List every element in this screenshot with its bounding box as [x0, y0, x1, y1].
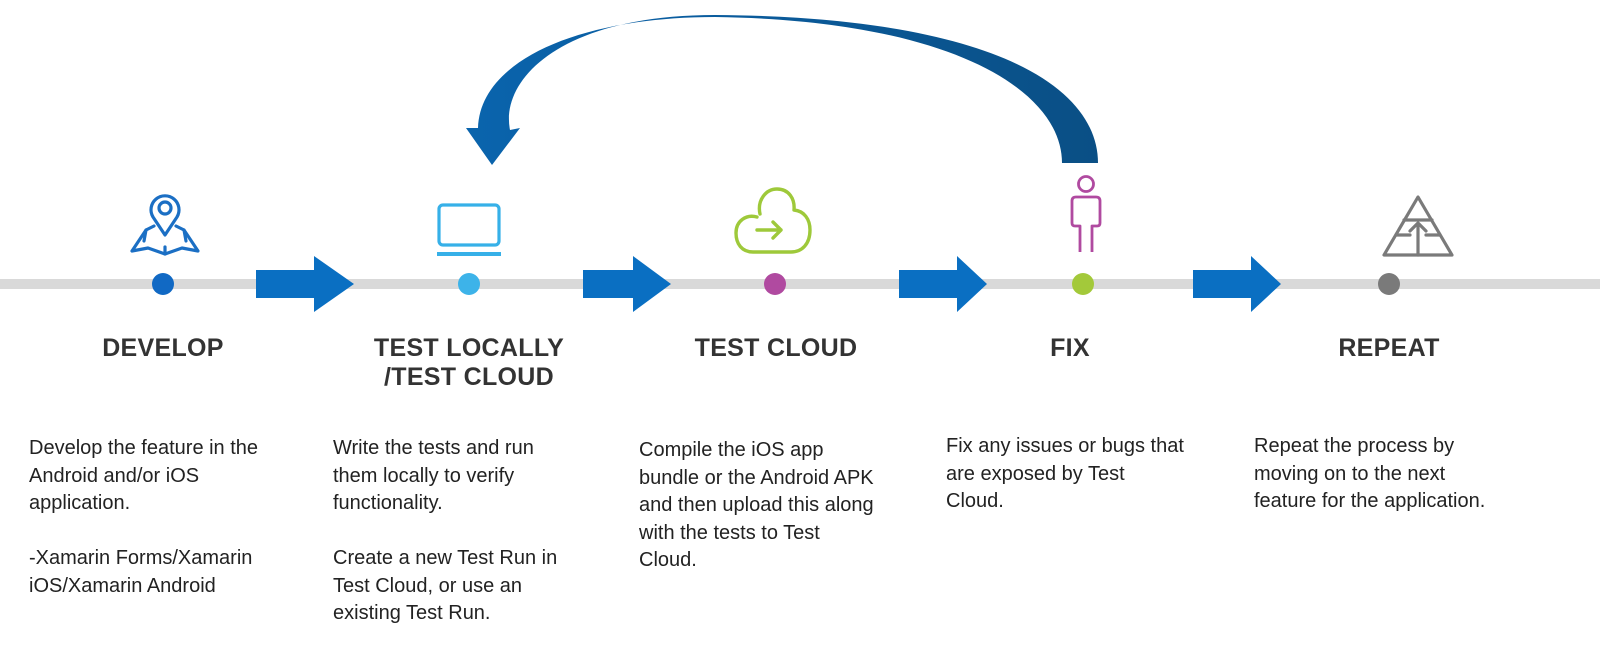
- step-title-line: TEST CLOUD: [694, 334, 858, 362]
- flow-arrow-2: [583, 256, 671, 312]
- step-desc-develop: Develop the feature in the Android and/o…: [29, 437, 259, 597]
- loop-arrow-body: [466, 15, 1098, 165]
- step-title-line: REPEAT: [1338, 334, 1440, 362]
- step-dot-develop: [152, 273, 174, 295]
- step-desc-fix: Fix any issues or bugs that are exposed …: [946, 435, 1184, 512]
- step-title-test-locally: TEST LOCALLY /TEST CLOUD: [319, 334, 619, 392]
- person-icon: [1070, 175, 1102, 252]
- step-title-line: DEVELOP: [102, 334, 224, 362]
- cloud-upload-icon: [734, 187, 812, 254]
- step-dot-fix: [1072, 273, 1094, 295]
- map-pin-icon: [130, 194, 200, 256]
- flow-arrow-1: [256, 256, 354, 312]
- laptop-icon: [437, 203, 501, 256]
- timeline-track: [0, 279, 1600, 289]
- flow-arrow-4: [1193, 256, 1281, 312]
- step-dot-test-cloud: [764, 273, 786, 295]
- loop-back-arrow: [466, 15, 1098, 165]
- pyramid-up-icon: [1382, 195, 1454, 257]
- step-dot-test-locally: [458, 273, 480, 295]
- flow-arrow-3: [899, 256, 987, 312]
- step-dot-repeat: [1378, 273, 1400, 295]
- step-desc-test-locally: Write the tests and run them locally to …: [333, 437, 558, 624]
- step-title-line: /TEST CLOUD: [384, 363, 554, 391]
- step-title-line: FIX: [1050, 334, 1090, 362]
- step-title-line: TEST LOCALLY: [373, 334, 565, 362]
- step-title-develop: DEVELOP: [13, 334, 313, 363]
- step-desc-test-cloud: Compile the iOS app bundle or the Androi…: [639, 439, 874, 571]
- step-title-fix: FIX: [920, 334, 1220, 363]
- step-title-test-cloud: TEST CLOUD: [626, 334, 926, 363]
- step-title-repeat: REPEAT: [1239, 334, 1539, 363]
- step-desc-repeat: Repeat the process by moving on to the n…: [1254, 435, 1486, 512]
